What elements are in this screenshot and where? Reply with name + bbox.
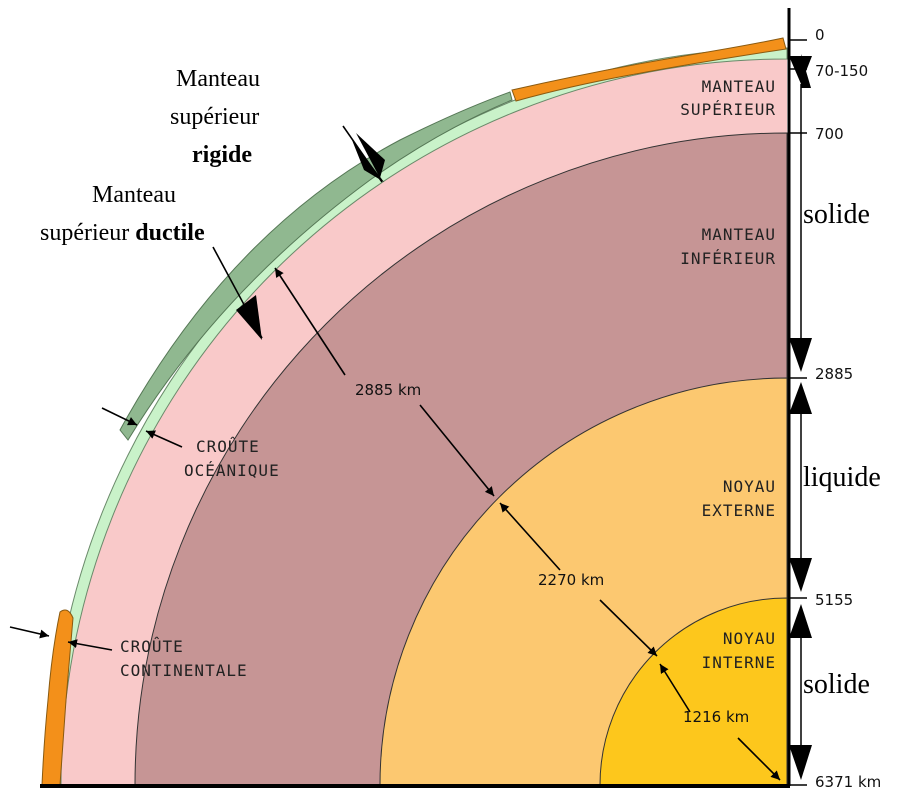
distance-label-inner-core: 1216 km xyxy=(683,708,749,726)
oceanic-crust-label-2: OCÉANIQUE xyxy=(184,461,280,480)
outer-core-label-2: EXTERNE xyxy=(702,501,776,520)
ductile-label-line1: Manteau xyxy=(92,182,176,208)
depth-label-5155: 5155 xyxy=(815,591,853,609)
continental-crust-label-2: CONTINENTALE xyxy=(120,661,248,680)
upper-mantle-label-2: SUPÉRIEUR xyxy=(680,100,776,119)
depth-label-0: 0 xyxy=(815,26,825,44)
distance-label-mantle: 2885 km xyxy=(355,381,421,399)
ductile-label-line2: supérieur ductile xyxy=(40,220,205,246)
continental-crust-left xyxy=(41,609,74,786)
rigid-label-line2: supérieur xyxy=(170,104,259,130)
state-label-lower: solide xyxy=(803,669,870,700)
distance-arrows xyxy=(274,267,781,781)
rigid-mantle-annotation: Manteau supérieur rigide xyxy=(170,66,385,183)
depth-label-700: 700 xyxy=(815,125,844,143)
oceanic-crust-label-1: CROÛTE xyxy=(196,437,260,456)
continental-crust-right xyxy=(511,37,787,102)
depth-label-6371: 6371 km xyxy=(815,773,881,789)
outer-core-label-1: NOYAU xyxy=(723,477,776,496)
depth-label-70-150: 70-150 xyxy=(815,62,868,80)
distance-label-outer-core: 2270 km xyxy=(538,571,604,589)
lower-mantle-label-1: MANTEAU xyxy=(702,225,776,244)
rigid-label-bold: rigide xyxy=(192,142,252,168)
state-arrows xyxy=(789,54,812,780)
upper-mantle-label-1: MANTEAU xyxy=(702,77,776,96)
state-label-middle: liquide xyxy=(803,462,881,493)
crust-arrows xyxy=(9,407,183,651)
inner-core-label-1: NOYAU xyxy=(723,629,776,648)
ductile-mantle-annotation: Manteau supérieur ductile xyxy=(40,182,263,340)
lower-mantle-label-2: INFÉRIEUR xyxy=(680,249,776,268)
depth-label-2885: 2885 xyxy=(815,365,853,383)
state-label-upper: solide xyxy=(803,199,870,230)
continental-crust-label-1: CROÛTE xyxy=(120,637,184,656)
rigid-label-line1: Manteau xyxy=(176,66,260,92)
inner-core-label-2: INTERNE xyxy=(702,653,776,672)
oceanic-crust-strip xyxy=(119,91,513,441)
